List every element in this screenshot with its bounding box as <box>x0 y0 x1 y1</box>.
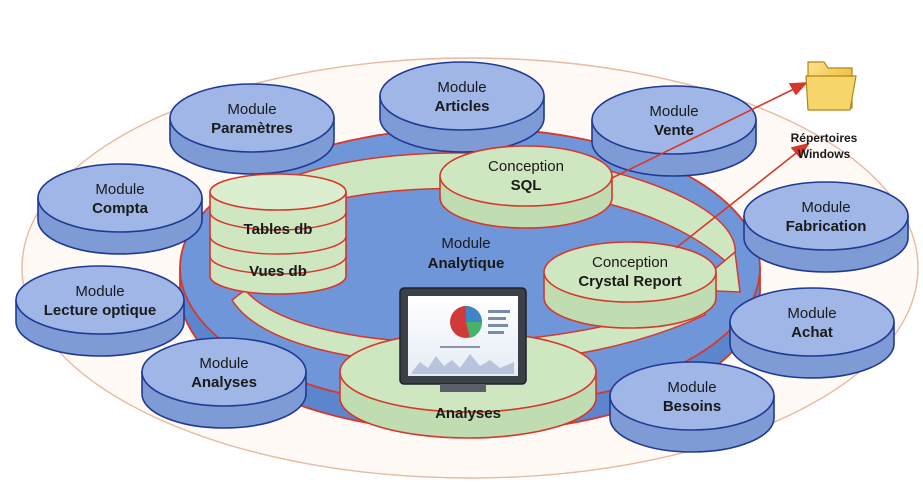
folder-label-1: Répertoires <box>791 131 858 145</box>
module-lecture-label-1: Module <box>75 283 124 300</box>
folder-icon <box>805 61 857 111</box>
module-articles-top <box>379 61 545 131</box>
module-lecture-label-2: Lecture optique <box>44 302 157 319</box>
sql-disk: Conception SQL <box>439 145 613 229</box>
module-compta-top <box>37 163 203 233</box>
module-vente-top <box>591 85 757 155</box>
vues-db-label: Vues db <box>249 263 307 280</box>
connector-arrows <box>611 82 810 249</box>
crystal-label-1: Conception <box>592 254 668 271</box>
analytique-label-2: Analytique <box>428 255 505 272</box>
module-besoins-top <box>609 361 775 431</box>
module-parametres-label-1: Module <box>227 101 276 118</box>
tables-db-label: Tables db <box>244 221 313 238</box>
folder-label-2: Windows <box>798 147 851 161</box>
module-besoins-label-2: Besoins <box>663 398 721 415</box>
module-compta-label-2: Compta <box>92 200 148 217</box>
monitor-icon <box>399 287 527 392</box>
module-fabrication-label-1: Module <box>801 199 850 216</box>
module-parametres-top <box>169 83 335 153</box>
sql-label-2: SQL <box>511 177 542 194</box>
module-vente-label-2: Vente <box>654 122 694 139</box>
sql-label-1: Conception <box>488 158 564 175</box>
module-articles-label-1: Module <box>437 79 486 96</box>
database-stack: Tables db Vues db <box>209 173 347 295</box>
module-compta-label-1: Module <box>95 181 144 198</box>
module-achat-label-2: Achat <box>791 324 833 341</box>
crystal-disk: Conception Crystal Report <box>543 241 717 329</box>
module-lecture-top <box>15 265 185 335</box>
module-analyses-label-1: Module <box>199 355 248 372</box>
module-analyses-label-2: Analyses <box>191 374 257 391</box>
module-achat-top <box>729 287 895 357</box>
module-besoins-label-1: Module <box>667 379 716 396</box>
module-achat-label-1: Module <box>787 305 836 322</box>
analyses-disk-label: Analyses <box>435 405 501 422</box>
module-fabrication-label-2: Fabrication <box>786 218 867 235</box>
module-articles-label-2: Articles <box>434 98 489 115</box>
module-fabrication-top <box>743 181 909 251</box>
module-vente-label-1: Module <box>649 103 698 120</box>
module-parametres-label-2: Paramètres <box>211 120 293 137</box>
analytique-label-1: Module <box>441 235 490 252</box>
module-analyses-top <box>141 337 307 407</box>
crystal-label-2: Crystal Report <box>578 273 681 290</box>
